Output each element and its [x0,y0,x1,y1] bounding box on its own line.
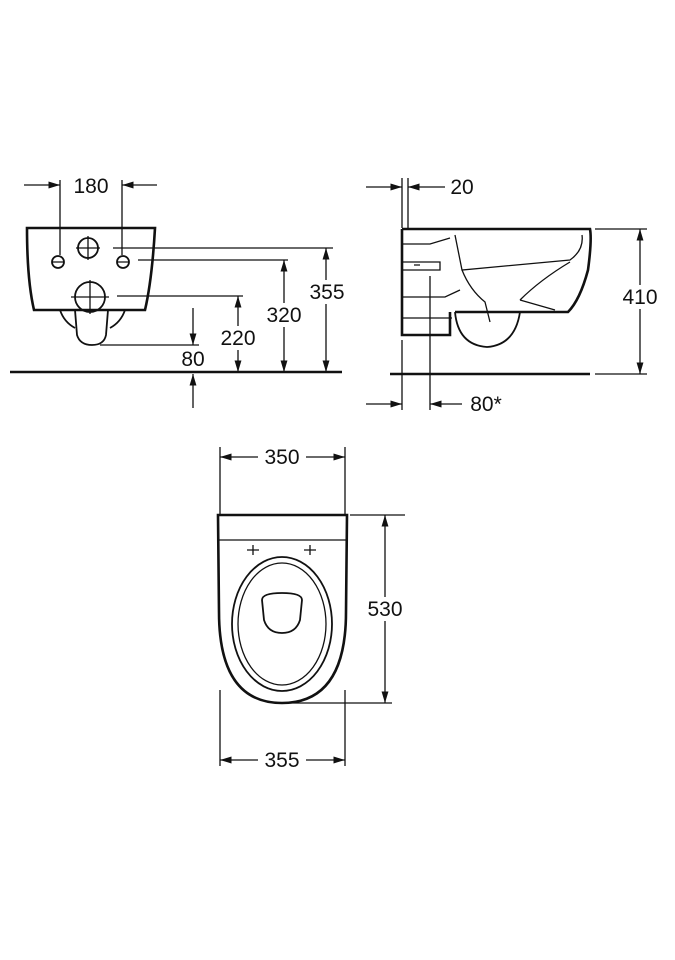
dim-80: 80 [181,348,204,371]
dim-220: 220 [220,327,255,350]
dim-530: 530 [367,598,402,621]
dim-410: 410 [622,286,657,309]
front-trap [74,309,109,346]
side-body-outline [400,227,592,337]
dim-180: 180 [73,175,108,198]
dim-20: 20 [450,176,473,199]
dim-355-width: 355 [264,749,299,772]
bowl-opening [261,592,303,634]
seat-inner [237,562,327,686]
front-view: 180 355 320 220 80 [10,175,350,408]
hinge-left [247,545,259,555]
dim-320: 320 [266,304,301,327]
side-bowl [454,311,521,348]
front-bowl-outline [25,226,157,312]
dim-355-height: 355 [309,281,344,304]
top-body-outline [216,513,349,705]
side-view: 20 410 80* [366,176,663,416]
dim-350: 350 [264,446,299,469]
hinge-right [304,545,316,555]
dim-80-star: 80* [470,393,502,416]
seat-outer [231,556,333,692]
front-trap-outer [59,309,126,329]
top-view: 350 530 355 [216,446,408,772]
